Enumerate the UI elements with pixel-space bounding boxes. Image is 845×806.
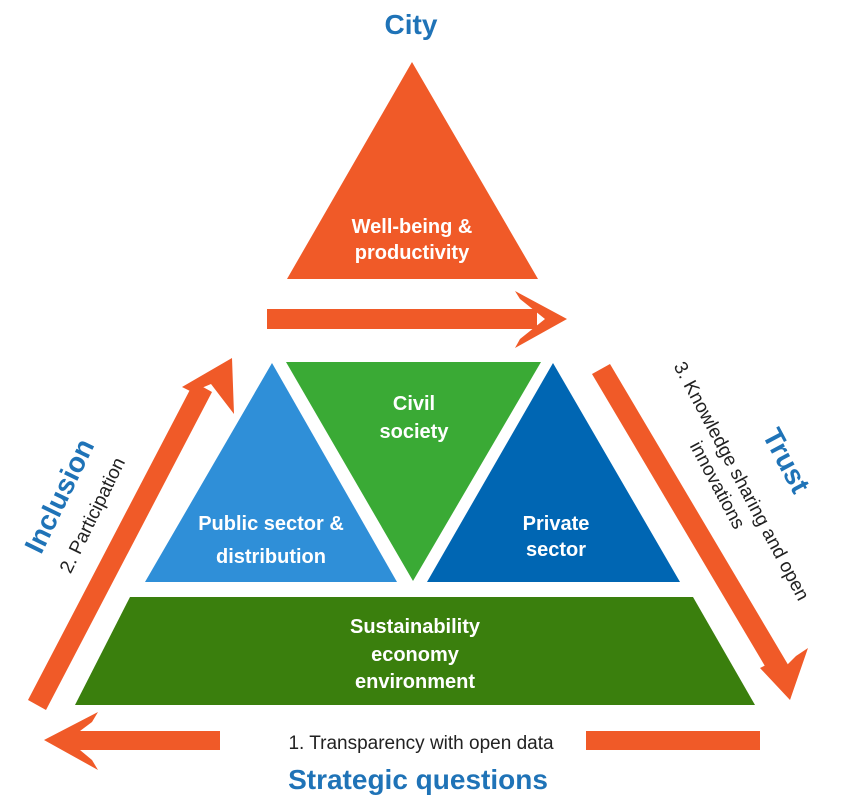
public-sector-label-2: distribution — [216, 546, 326, 568]
base-label-2: economy — [371, 644, 460, 666]
base-trapezoid — [75, 597, 755, 705]
civil-society-triangle — [286, 362, 541, 581]
civil-society-label-2: society — [380, 421, 450, 443]
top-arrow — [267, 291, 567, 348]
title-city: City — [385, 9, 438, 40]
private-sector-label-1: Private — [523, 513, 590, 535]
title-trust: Trust — [757, 423, 817, 498]
left-arrow — [28, 358, 234, 710]
private-sector-label-2: sector — [526, 539, 586, 561]
title-strategic-questions: Strategic questions — [288, 764, 548, 795]
civil-society-label-1: Civil — [393, 393, 435, 415]
top-triangle — [287, 62, 538, 279]
public-sector-triangle — [145, 363, 397, 582]
private-sector-triangle — [427, 363, 680, 582]
base-label-1: Sustainability — [350, 616, 481, 638]
top-triangle-label-1: Well-being & — [352, 216, 473, 238]
right-arrow — [592, 364, 808, 700]
top-triangle-label-2: productivity — [355, 242, 470, 264]
public-sector-label-1: Public sector & — [198, 513, 344, 535]
bottom-arrow-label: 1. Transparency with open data — [288, 733, 554, 754]
bottom-arrow — [44, 712, 760, 770]
base-label-3: environment — [355, 671, 475, 693]
